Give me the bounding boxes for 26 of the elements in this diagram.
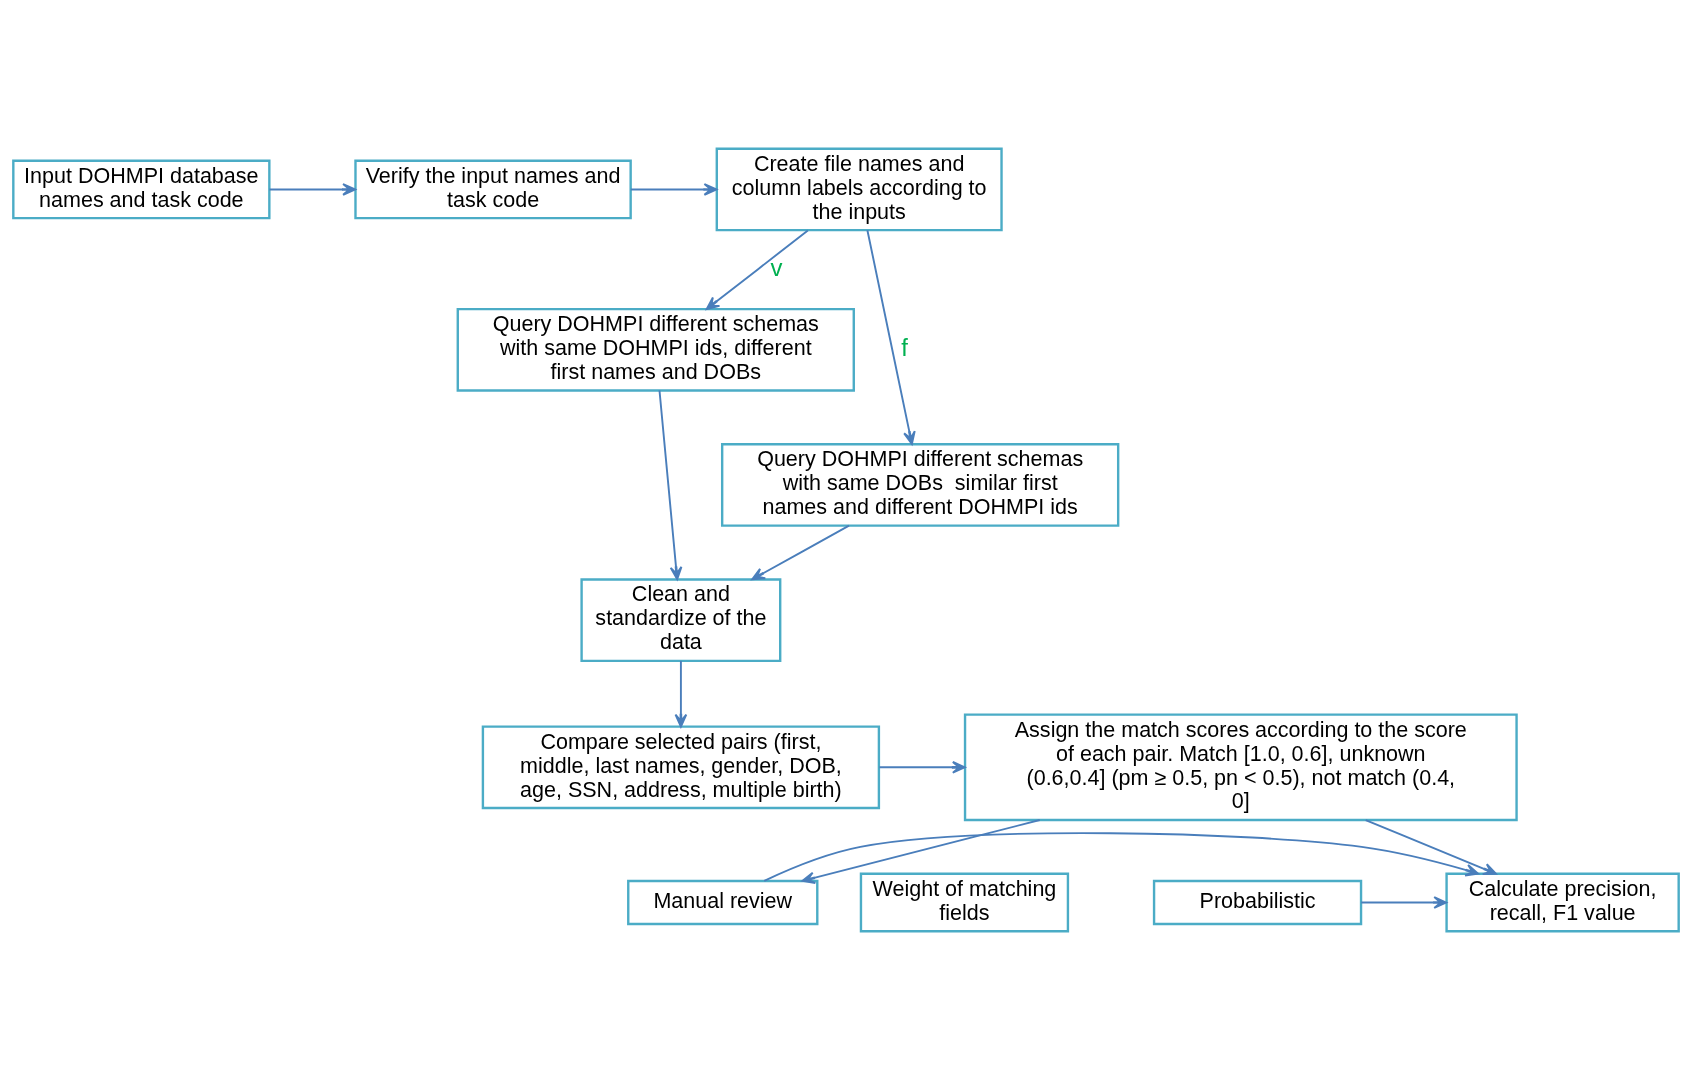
arrow (801, 819, 1041, 885)
arrow (658, 389, 683, 581)
node-box: Calculate precision, recall, F1 value (1445, 872, 1680, 933)
edge-label: v (770, 253, 783, 281)
node-box: Compare selected pairs (first, middle, last names, gender, DOB, age, SSN, address, multiple birth) (481, 725, 881, 810)
node-box: Input DOHMPI database names and task code (12, 159, 271, 220)
arrow (1360, 896, 1448, 909)
node-box: Clean and standardize of the data (580, 578, 782, 663)
node-box: Query DOHMPI different schemas with same DOBs similar first names and different DOHMPI ids (721, 443, 1120, 527)
arrow (1364, 819, 1497, 876)
arrow (866, 229, 916, 445)
edge-label: f (901, 333, 908, 361)
arrow (705, 229, 809, 310)
node-box: Assign the match scores according to the score of each pair. Match [1.0, 0.6], unknown (0.6,0.4] (pm ≥ 0.5, pn < 0.5), not match (0.4, 0] (963, 713, 1518, 822)
arrow (268, 183, 356, 196)
node-box: Query DOHMPI different schemas with same DOHMPI ids, different first names and DOBs (456, 307, 855, 392)
node-box: Probabilistic (1152, 879, 1363, 926)
arrow (878, 760, 966, 774)
node-box: Create file names and column labels according to the inputs (715, 147, 1003, 232)
arrow (674, 659, 688, 728)
node-box: Manual review (627, 879, 819, 926)
arrow (763, 832, 1480, 882)
node-box: Weight of matching fields (859, 872, 1070, 933)
arrow (629, 183, 718, 196)
node-box: Verify the input names and task code (354, 159, 632, 220)
arrow (751, 524, 850, 581)
